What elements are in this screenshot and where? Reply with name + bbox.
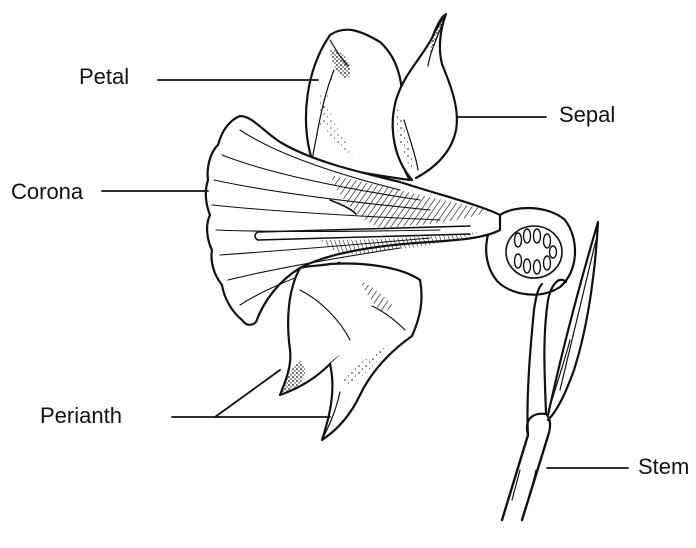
sepal: [393, 14, 457, 180]
perianth-leader-branch-1: [215, 370, 280, 417]
perianth-label: Perianth: [40, 405, 122, 427]
petal-label: Petal: [79, 66, 129, 88]
corona-label: Corona: [11, 181, 83, 203]
sepal-label: Sepal: [559, 104, 615, 126]
perianth: [280, 264, 422, 440]
stem-label: Stem: [638, 456, 689, 478]
